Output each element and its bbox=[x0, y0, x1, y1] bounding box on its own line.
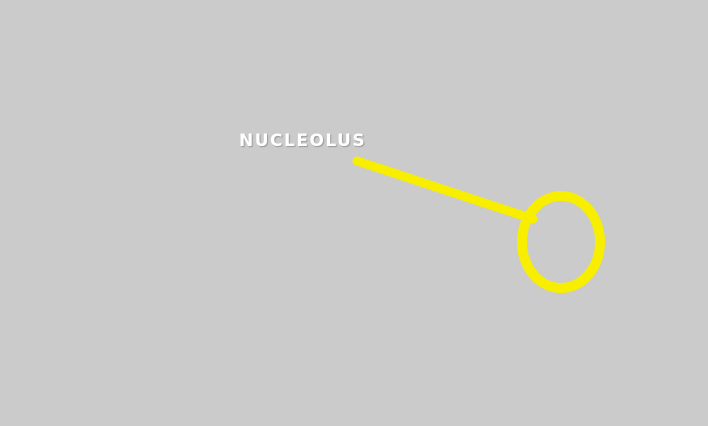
nucleolus-label: NUCLEOLUS bbox=[239, 131, 367, 151]
highlight-ellipse-icon bbox=[517, 191, 605, 293]
leader-line bbox=[352, 156, 538, 224]
